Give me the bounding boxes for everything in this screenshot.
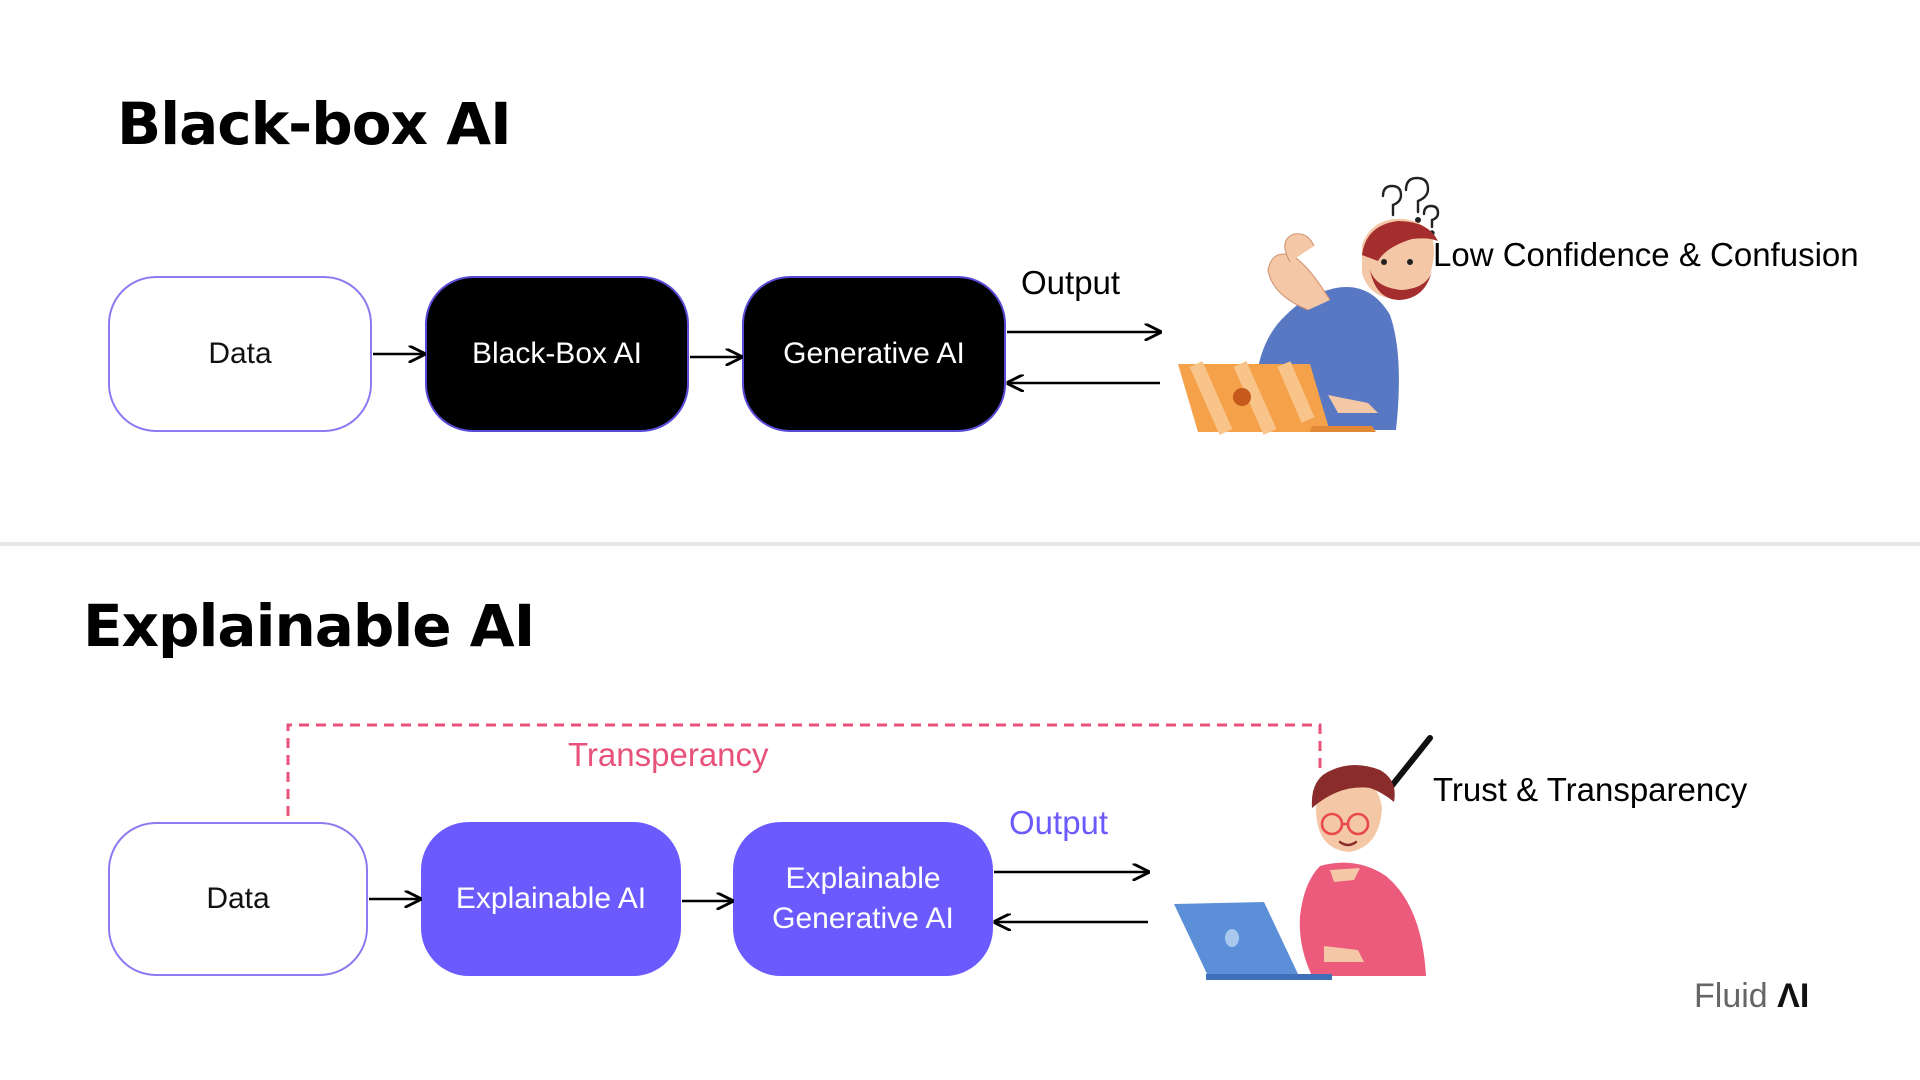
explainable-title: Explainable AI	[83, 592, 535, 660]
explainable-generative-ai-node: Explainable Generative AI	[733, 822, 993, 976]
section-divider	[0, 542, 1920, 546]
data-node-top: Data	[108, 276, 372, 432]
black-box-ai-node: Black-Box AI	[425, 276, 689, 432]
output-label-bottom: Output	[1009, 804, 1109, 841]
brand-name: Fluid	[1694, 977, 1768, 1015]
happy-user-icon	[1174, 765, 1426, 980]
output-label-top: Output	[1021, 264, 1121, 301]
transparency-connector	[286, 723, 1322, 816]
explainable-ai-node: Explainable AI	[421, 822, 681, 976]
brand-mark: ΛI	[1777, 977, 1810, 1015]
brand-logo: Fluid ΛI	[1694, 977, 1809, 1016]
data-node-bottom: Data	[108, 822, 368, 976]
user-caption-top: Low Confidence & Confusion	[1433, 236, 1859, 273]
user-caption-bottom: Trust & Transparency	[1433, 771, 1748, 808]
transparency-label: Transperancy	[568, 736, 769, 773]
black-box-title: Black-box AI	[117, 90, 512, 158]
generative-ai-node: Generative AI	[742, 276, 1006, 432]
confused-user-icon	[1178, 218, 1438, 435]
